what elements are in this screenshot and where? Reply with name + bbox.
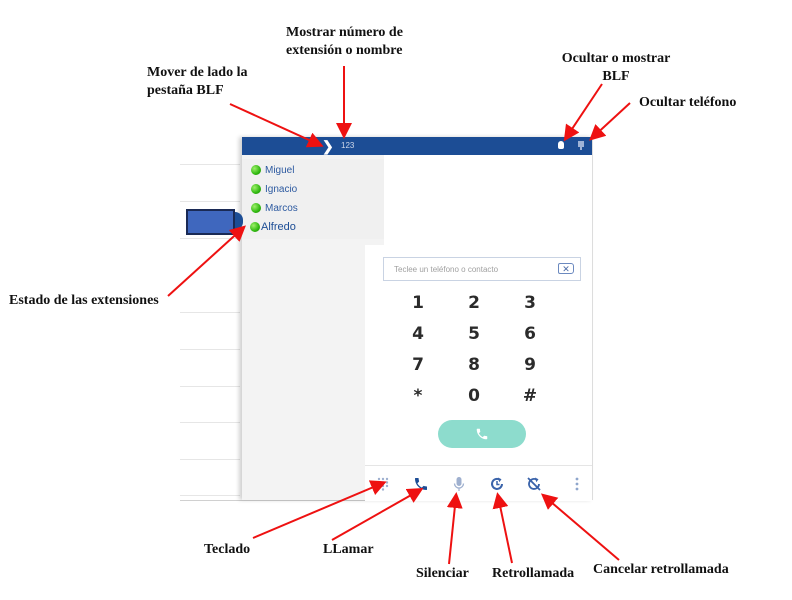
status-led-icon xyxy=(251,165,261,175)
key-4[interactable]: 4 xyxy=(412,324,424,344)
annotation-mute: Silenciar xyxy=(416,566,469,581)
annotation-line: Mostrar número de xyxy=(286,25,403,40)
backspace-icon[interactable]: ✕ xyxy=(558,263,574,274)
blf-panel: Miguel Ignacio Marcos Alfredo xyxy=(242,155,384,500)
status-led-icon xyxy=(251,203,261,213)
background-line xyxy=(180,386,240,387)
annotation-hide-phone: Ocultar teléfono xyxy=(639,95,737,110)
key-3[interactable]: 3 xyxy=(524,293,536,313)
dialer: ✕ 1 2 3 4 5 6 7 8 9 * 0 # xyxy=(365,245,592,501)
extension-name: Alfredo xyxy=(261,221,296,233)
search-field: ✕ xyxy=(383,257,581,281)
blf-extension[interactable]: Ignacio xyxy=(251,181,301,197)
extension-name: Ignacio xyxy=(265,183,298,195)
background-line xyxy=(180,201,240,202)
cancel-callback-icon[interactable] xyxy=(526,476,542,492)
call-button[interactable] xyxy=(438,420,526,448)
background-line xyxy=(180,238,240,239)
annotation-move-blf: Mover de lado la pestaña BLF xyxy=(147,64,247,100)
key-5[interactable]: 5 xyxy=(468,324,480,344)
action-bar xyxy=(365,465,592,501)
annotation-hide-show-blf: Ocultar o mostrar BLF xyxy=(553,50,679,86)
background-line xyxy=(180,459,240,460)
blf-extension[interactable]: Marcos xyxy=(251,200,301,216)
key-1[interactable]: 1 xyxy=(412,293,424,313)
phone-icon xyxy=(476,428,488,440)
annotation-show-number: Mostrar número de extensión o nombre xyxy=(286,24,403,60)
blf-tab-handle[interactable] xyxy=(233,212,243,230)
background-line xyxy=(180,495,240,496)
status-led-icon xyxy=(250,222,260,232)
annotation-keypad: Teclado xyxy=(204,542,251,557)
softphone-panel: ❯ 123 Miguel Ignacio Marcos Alfredo xyxy=(242,137,593,501)
key-hash[interactable]: # xyxy=(522,386,538,406)
background-line xyxy=(180,312,240,313)
key-6[interactable]: 6 xyxy=(524,324,536,344)
status-led-icon xyxy=(251,184,261,194)
key-star[interactable]: * xyxy=(413,386,423,406)
background-line xyxy=(180,422,240,423)
phone-topbar: ❯ 123 xyxy=(242,137,592,155)
callback-icon[interactable] xyxy=(489,476,505,492)
phone-icon[interactable] xyxy=(413,476,429,492)
chevron-right-icon[interactable]: ❯ xyxy=(322,138,334,154)
blf-extension[interactable]: Miguel xyxy=(251,162,301,178)
annotation-line: pestaña BLF xyxy=(147,83,224,98)
extension-name: Miguel xyxy=(265,164,295,176)
annotation-call: LLamar xyxy=(323,542,374,557)
bulb-icon[interactable] xyxy=(558,141,564,149)
more-vertical-icon[interactable] xyxy=(569,476,585,492)
key-7[interactable]: 7 xyxy=(412,355,424,375)
background-line xyxy=(180,349,240,350)
annotation-line: extensión o nombre xyxy=(286,43,403,58)
annotation-callback: Retrollamada xyxy=(492,566,575,581)
key-8[interactable]: 8 xyxy=(468,355,480,375)
key-9[interactable]: 9 xyxy=(524,355,536,375)
background-line xyxy=(180,164,240,165)
microphone-icon[interactable] xyxy=(451,476,467,492)
blf-list: Miguel Ignacio Marcos Alfredo xyxy=(242,159,384,239)
extension-name: Marcos xyxy=(265,202,298,214)
annotation-extension-status: Estado de las extensiones xyxy=(9,293,159,308)
annotation-line: Mover de lado la xyxy=(147,65,248,80)
annotation-line: BLF xyxy=(602,69,630,84)
annotation-cancel-callback: Cancelar retrollamada xyxy=(593,562,729,577)
pin-icon[interactable] xyxy=(578,141,584,150)
key-0[interactable]: 0 xyxy=(468,386,480,406)
blf-tab-indicator[interactable] xyxy=(186,209,235,235)
display-mode-toggle[interactable]: 123 xyxy=(341,141,355,150)
keypad-icon[interactable] xyxy=(376,476,392,492)
key-2[interactable]: 2 xyxy=(468,293,480,313)
number-input[interactable] xyxy=(392,261,556,278)
annotation-line: Ocultar o mostrar xyxy=(561,51,671,66)
blf-extension[interactable]: Alfredo xyxy=(250,219,297,235)
